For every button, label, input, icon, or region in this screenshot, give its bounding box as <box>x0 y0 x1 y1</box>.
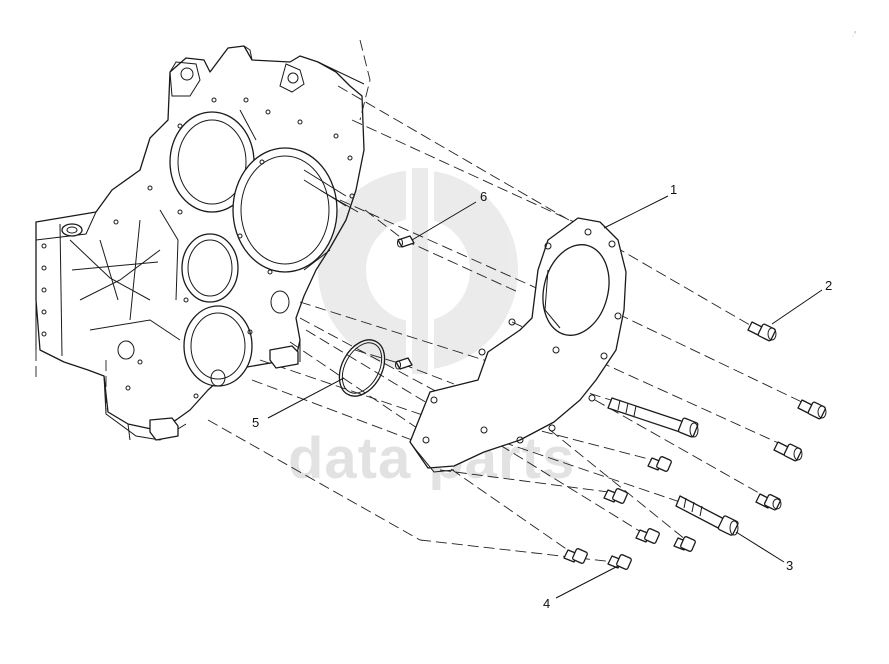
short-bolt <box>603 488 628 504</box>
o-ring <box>338 339 386 397</box>
long-bolts <box>607 397 739 536</box>
callout-3: 3 <box>786 558 793 573</box>
flange-bolt <box>797 399 827 420</box>
callout-2: 2 <box>825 278 832 293</box>
callout-6: 6 <box>480 189 487 204</box>
long-bolt <box>675 495 739 536</box>
leader-lines <box>267 195 823 599</box>
leader-line-5 <box>267 377 345 419</box>
callout-4: 4 <box>543 596 550 611</box>
leader-line-3 <box>735 531 785 563</box>
callout-1: 1 <box>670 182 677 197</box>
watermark-logo <box>318 168 518 374</box>
flange-bolts <box>747 321 827 511</box>
short-bolt <box>673 536 696 552</box>
leader-line-1 <box>603 195 669 229</box>
flange-bolt <box>773 441 803 462</box>
corner-mark: ˎᵒ <box>852 31 857 37</box>
short-bolt <box>635 528 660 544</box>
cover-plate <box>409 217 627 473</box>
callouts: 1 2 3 4 5 6 <box>252 182 832 611</box>
short-bolts <box>563 456 696 570</box>
short-bolt <box>607 554 632 570</box>
leader-line-6 <box>411 201 477 241</box>
leader-line-2 <box>771 289 823 325</box>
flange-bolt <box>747 321 777 342</box>
callout-5: 5 <box>252 415 259 430</box>
engine-front-housing <box>35 45 365 441</box>
flange-bolt <box>755 493 782 511</box>
leader-line-4 <box>555 565 619 599</box>
short-bolt <box>563 548 588 564</box>
dowel-pins <box>395 235 415 370</box>
short-bolt <box>647 456 672 472</box>
long-bolt <box>607 397 699 438</box>
